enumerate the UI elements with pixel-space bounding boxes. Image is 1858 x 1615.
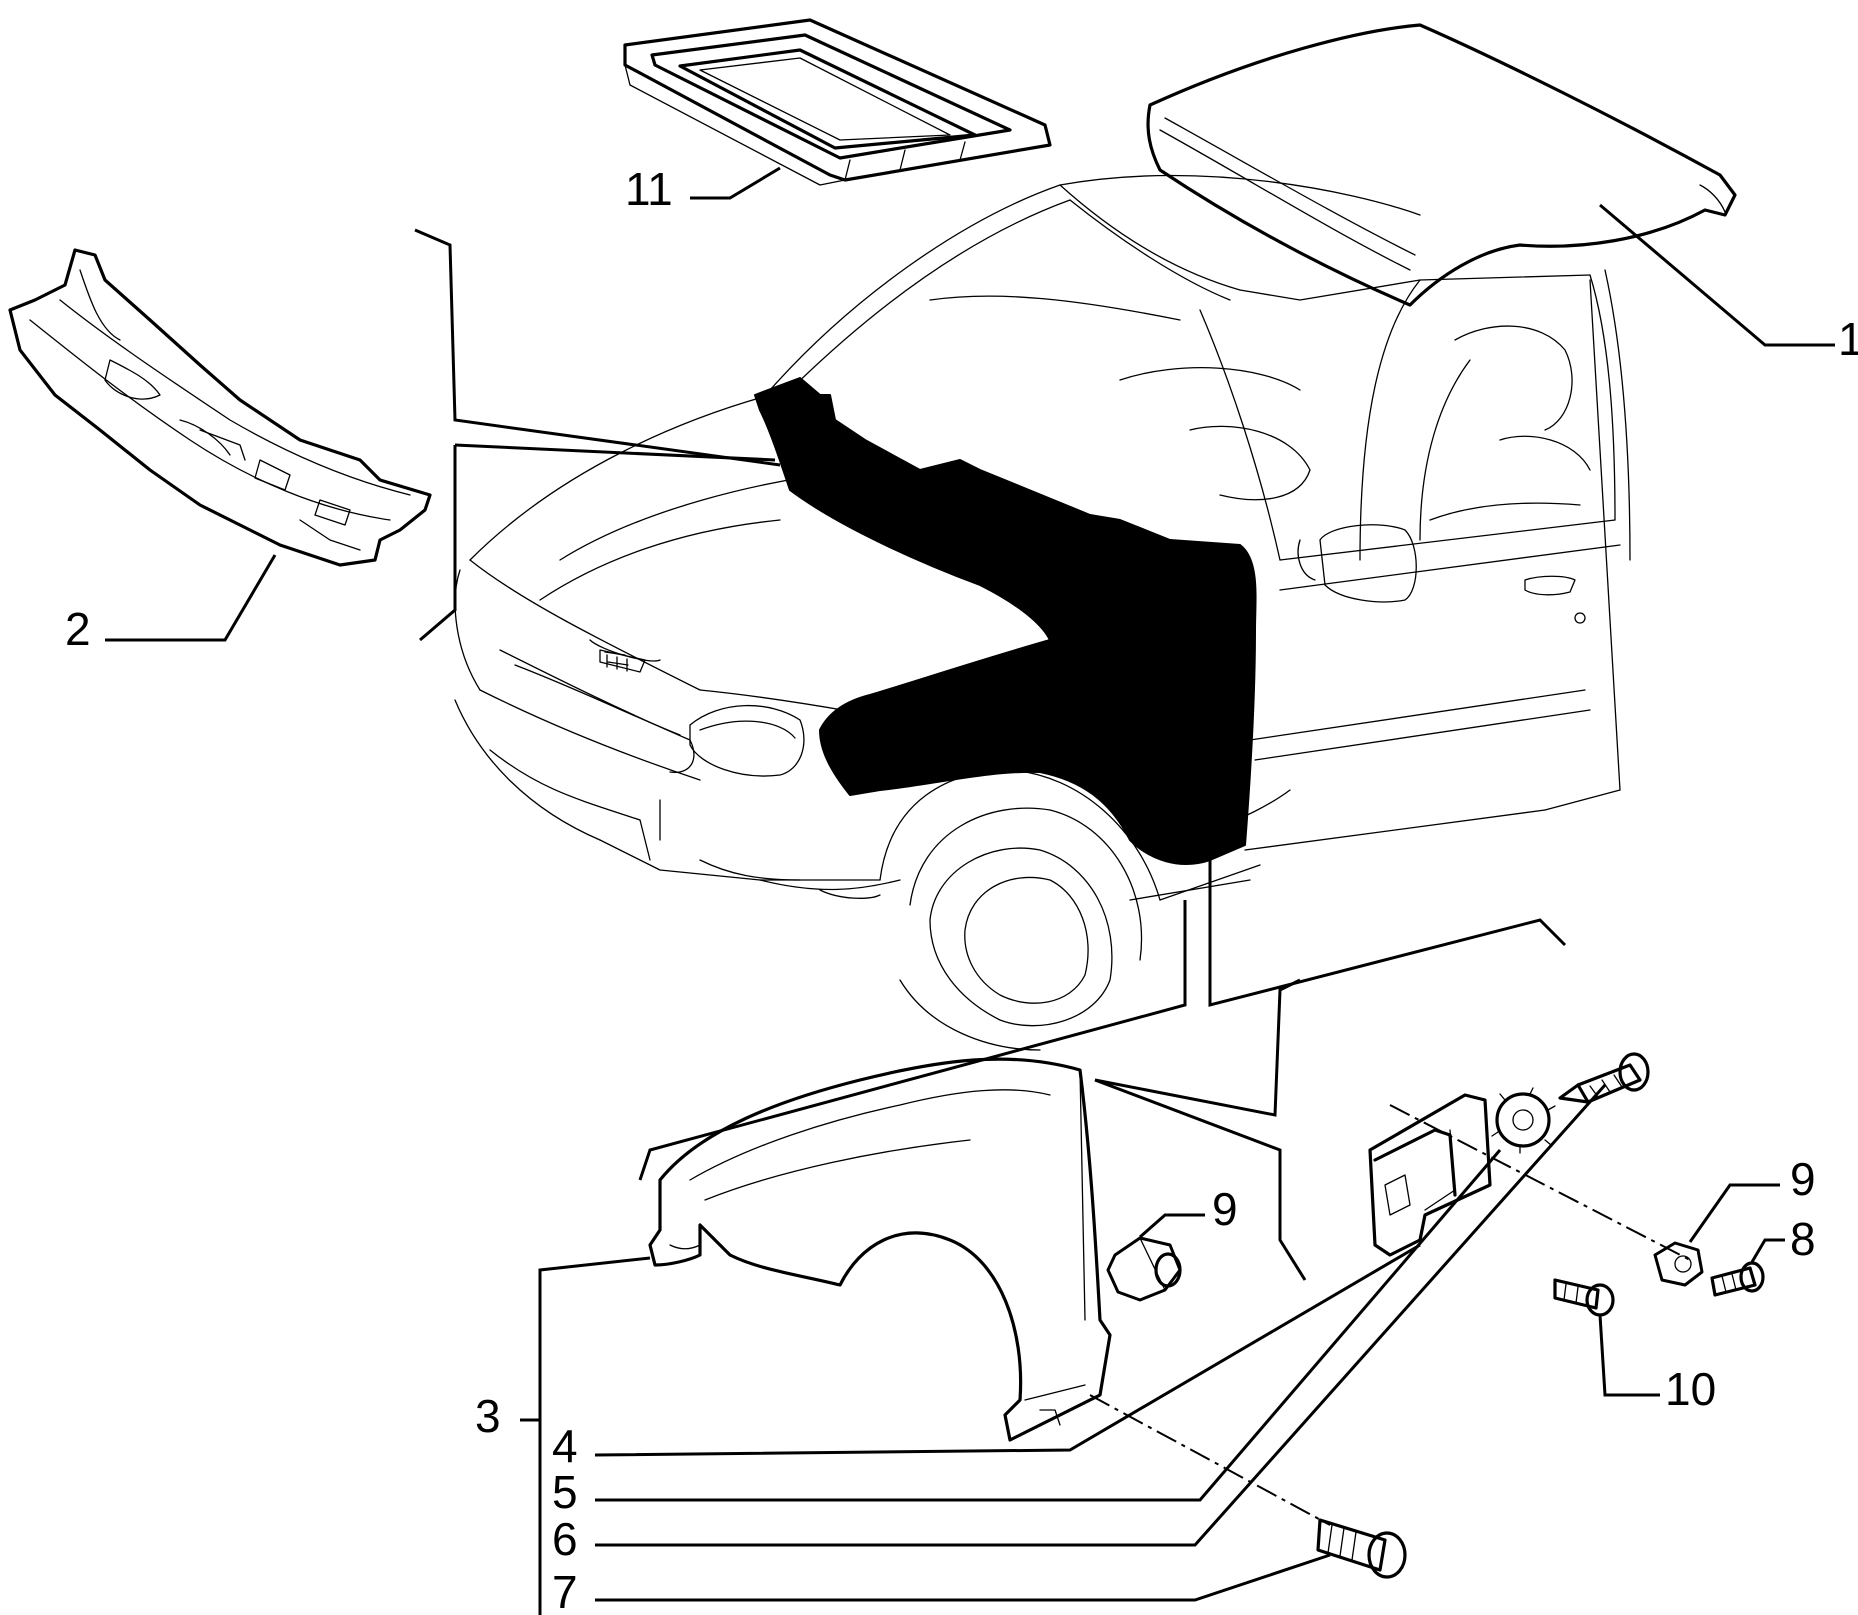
leader-lines: [105, 166, 1835, 1615]
callout-10: 10: [1665, 1363, 1716, 1415]
callout-4: 4: [552, 1420, 578, 1472]
callout-9-right: 9: [1790, 1153, 1816, 1205]
callout-7: 7: [552, 1566, 578, 1615]
car-body-outline: [454, 174, 1631, 1051]
part-sunroof-frame: [623, 18, 1052, 186]
callout-8: 8: [1790, 1213, 1816, 1265]
callout-5: 5: [552, 1466, 578, 1518]
part-roof-panel: [1146, 23, 1737, 307]
part-front-fender: [648, 1057, 1112, 1442]
callout-9-fender: 9: [1212, 1183, 1238, 1235]
part-bolt-top: [1558, 1052, 1650, 1104]
part-bolt-bottom: [1316, 1518, 1407, 1579]
callout-2: 2: [65, 603, 91, 655]
part-bolt-10: [1553, 1278, 1615, 1317]
highlighted-panels: [754, 377, 1257, 865]
part-serrated-washer: [1491, 1087, 1556, 1154]
callout-3: 3: [475, 1390, 501, 1442]
assembly-axis-lines: [1089, 1104, 1691, 1526]
part-cowl-panel: [8, 248, 432, 567]
part-bolt-small: [1710, 1261, 1765, 1297]
callout-11: 11: [625, 163, 673, 215]
reference-brackets: [414, 228, 1567, 1281]
callout-6: 6: [552, 1513, 578, 1565]
part-nut-right: [1653, 1241, 1704, 1287]
callout-labels: 1 11 2 9 9 8 10 3 4 5 6 7: [65, 163, 1858, 1615]
part-nut-fender: [1106, 1236, 1182, 1302]
callout-1: 1: [1838, 313, 1858, 365]
